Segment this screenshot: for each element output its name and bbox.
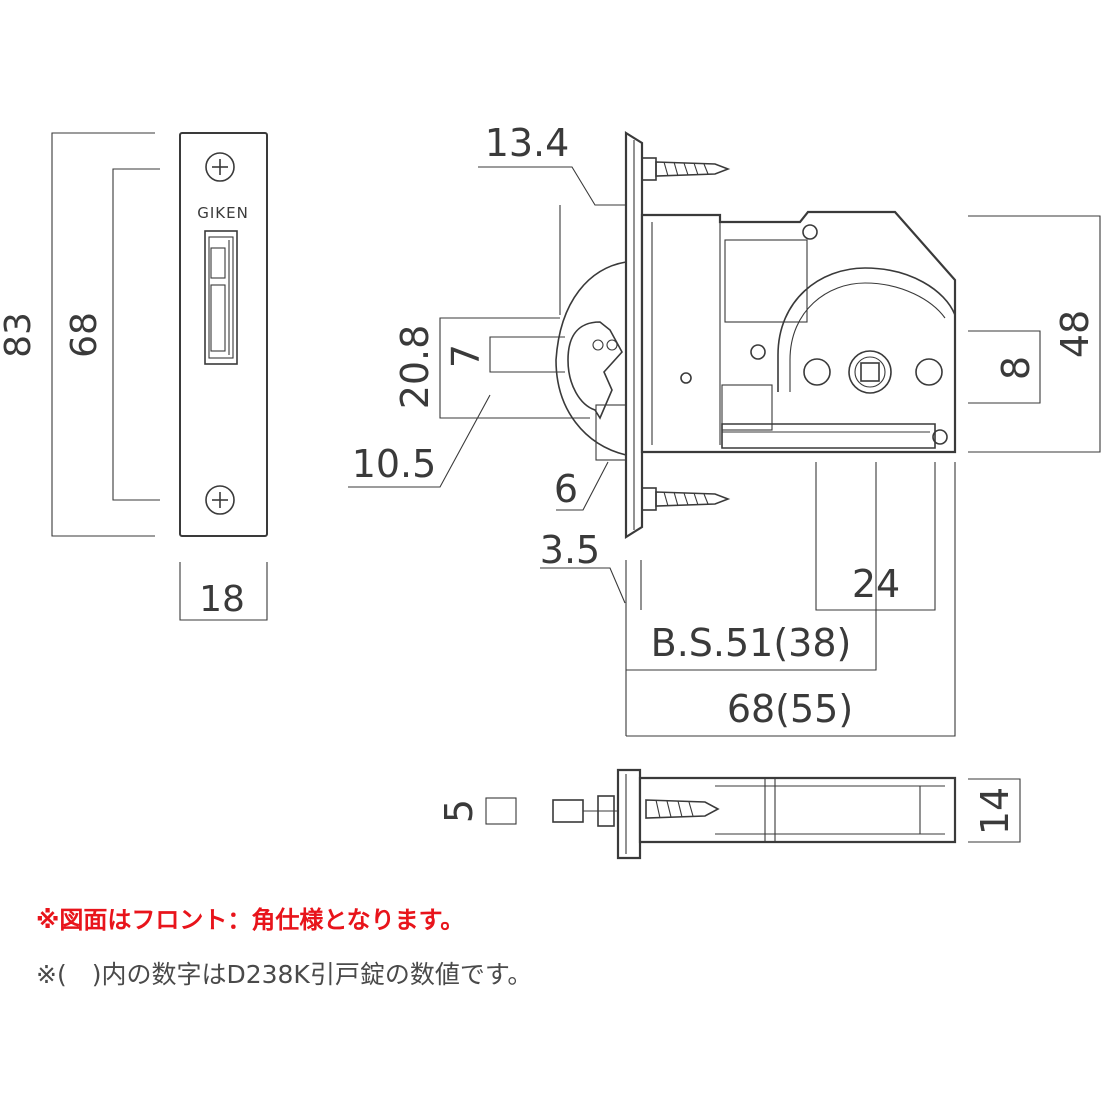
dim-line-6 bbox=[556, 461, 609, 511]
case-rivet-icon bbox=[932, 429, 948, 445]
dim-line-10-5 bbox=[348, 394, 491, 488]
latch-tip bbox=[552, 799, 584, 823]
lock-bottom-view: 5 14 bbox=[437, 768, 1021, 860]
brand-label: GIKEN bbox=[197, 204, 249, 222]
dim-line-7 bbox=[489, 336, 565, 373]
dim-front-thickness: 13.4 bbox=[485, 121, 570, 165]
wood-screw-top-icon bbox=[641, 157, 731, 181]
dim-line-83 bbox=[51, 132, 155, 537]
front-spec-note: ※図面はフロント：角仕様となります。 bbox=[36, 906, 465, 934]
bottom-front-plate bbox=[616, 768, 642, 860]
lock-case bbox=[640, 210, 957, 454]
dim-line-8 bbox=[968, 330, 1041, 404]
dim-hook-depth: 10.5 bbox=[352, 442, 437, 486]
hub-hole-icon bbox=[803, 358, 831, 386]
dim-line-14 bbox=[968, 778, 1021, 843]
dim-line-bs bbox=[626, 462, 877, 671]
dim-line-68 bbox=[112, 168, 160, 501]
latch-hook bbox=[567, 321, 623, 420]
dim-line-3-5 bbox=[540, 567, 626, 604]
dim-line-20-8 bbox=[439, 317, 590, 419]
dim-case-depth: 68(55) bbox=[727, 687, 853, 731]
dim-spindle-square: 8 bbox=[994, 356, 1038, 380]
dim-strike-height: 83 bbox=[0, 312, 39, 358]
parentheses-note: ※( )内の数字はD238K引戸錠の数値です。 bbox=[36, 960, 533, 989]
case-rivet-icon bbox=[750, 344, 766, 360]
dim-plate-thickness: 3.5 bbox=[540, 528, 600, 572]
dim-line-48 bbox=[968, 215, 1101, 453]
screw-top-icon bbox=[205, 152, 235, 182]
dim-screw-pitch: 68 bbox=[64, 312, 105, 358]
wood-screw-bottom-icon bbox=[641, 487, 731, 511]
bottom-rail bbox=[721, 423, 936, 449]
dim-body-height: 48 bbox=[1053, 310, 1097, 358]
cam-arc bbox=[777, 267, 956, 392]
spindle-hub-icon bbox=[848, 350, 892, 394]
dim-latch-hole: 7 bbox=[444, 344, 488, 368]
strike-plate bbox=[179, 132, 268, 537]
dim-latch-height: 20.8 bbox=[393, 325, 437, 410]
lock-body-view: 13.4 20.8 7 10.5 6 3.5 48 8 24 B.S.51(38… bbox=[348, 121, 1101, 737]
case-rivet-icon bbox=[802, 224, 818, 240]
bottom-case bbox=[638, 776, 957, 844]
strike-plate-view: GIKEN 83 68 18 bbox=[0, 132, 268, 621]
dim-backset: B.S.51(38) bbox=[651, 621, 852, 665]
dim-spindle-offset: 24 bbox=[852, 562, 900, 606]
case-rivet-icon bbox=[680, 372, 692, 384]
dim-line-13-4 bbox=[478, 166, 626, 206]
dim-latch-offset: 6 bbox=[554, 467, 578, 511]
dim-bottom-thickness: 5 bbox=[437, 799, 481, 823]
dim-line-68-55 bbox=[626, 462, 956, 737]
screw-bottom-icon bbox=[205, 485, 235, 515]
hub-hole-icon bbox=[915, 358, 943, 386]
dim-strike-width: 18 bbox=[199, 579, 245, 620]
bottom-screw-icon bbox=[645, 799, 720, 819]
strike-slot bbox=[204, 230, 238, 365]
latch-housing bbox=[555, 261, 627, 456]
bottom-slot bbox=[485, 797, 517, 825]
dim-bottom-width: 14 bbox=[973, 787, 1017, 835]
dim-line-18 bbox=[179, 562, 268, 621]
